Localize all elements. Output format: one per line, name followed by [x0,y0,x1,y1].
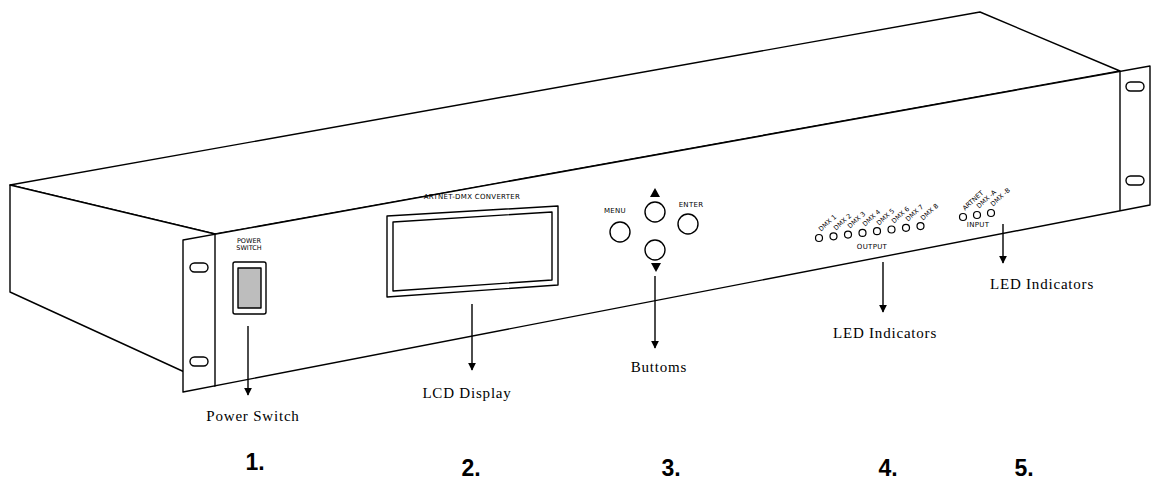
led [960,214,967,221]
part-name: Power Switch [206,408,299,425]
ear-edge [1119,71,1120,211]
led [888,226,895,233]
leader-arrow [654,276,655,348]
front-panel [183,66,1150,392]
panel-label: ENTER [679,202,704,210]
callout-number: 1. [245,450,264,475]
callout-number: 4. [878,456,897,481]
led [859,229,866,236]
led [988,210,995,217]
leader-arrow [1002,224,1003,263]
panel-label: ARTNET-DMX CONVERTER [424,194,520,202]
part-name: LED Indicators [833,325,937,342]
up-symbol [650,188,660,197]
led [845,231,852,238]
lcd-screen [393,212,552,291]
menu-button [610,222,630,242]
leader-arrow [882,262,883,312]
led [830,233,837,240]
lcd-frame [387,206,558,297]
led [974,212,981,219]
callout-number: 3. [661,456,680,481]
led [903,224,910,231]
ear-edge [214,234,215,386]
down-button [645,240,665,260]
leader-arrow [247,326,248,395]
part-name: LCD Display [422,385,511,402]
callout-number: 5. [1014,456,1033,481]
part-name: LED Indicators [990,276,1094,293]
callout-number: 2. [461,456,480,481]
power-rocker [238,268,261,308]
ear-slot [1126,176,1144,185]
ear-slot [1126,82,1144,91]
up-button [645,202,665,222]
part-name: Buttoms [631,359,687,376]
panel-label: OUTPUT [857,244,887,252]
led [917,223,924,230]
power-switch [233,262,266,314]
down-symbol [651,263,661,272]
panel-label: MENU [604,208,626,216]
led [874,228,881,235]
led [816,235,823,242]
ear-slot [190,357,208,366]
ear-slot [190,263,208,272]
panel-label: POWER SWITCH [229,238,269,252]
leader-arrow [471,304,472,370]
panel-label: INPUT [967,222,989,230]
enter-button [678,214,698,234]
